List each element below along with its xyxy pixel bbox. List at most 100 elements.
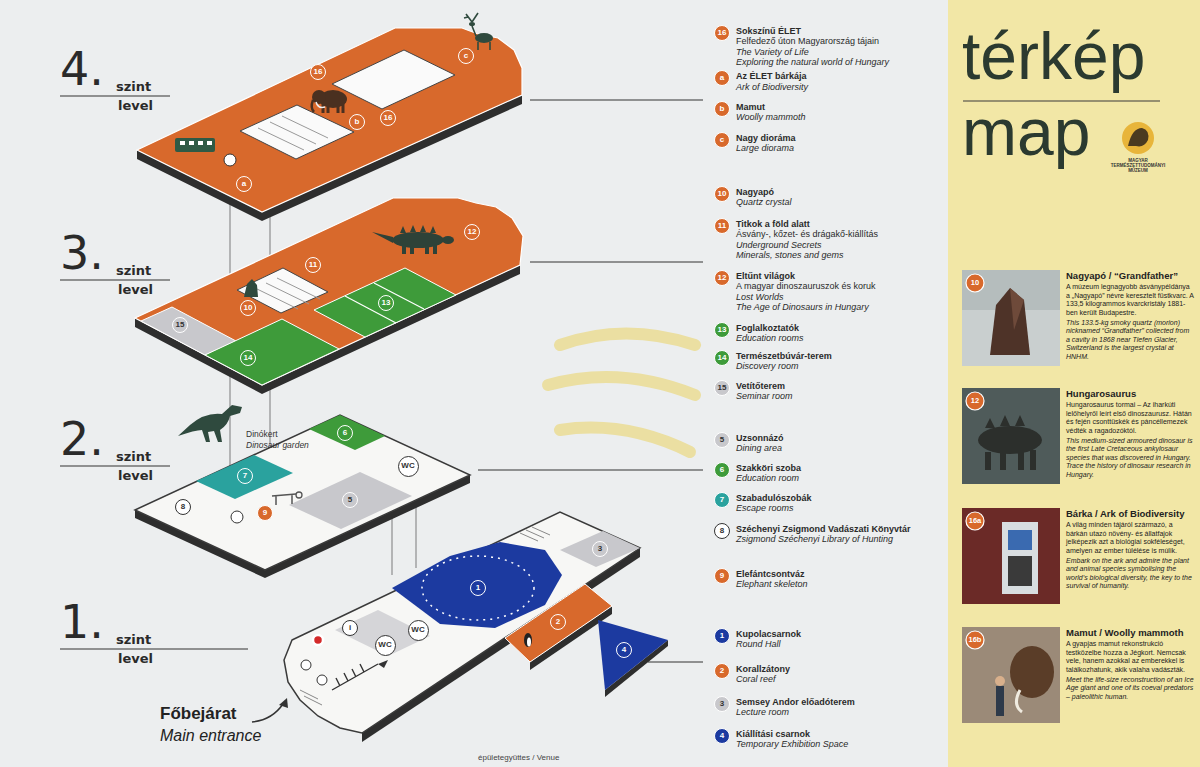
photo-badge: [966, 392, 984, 410]
key-label: A magyar dinoszauruszok és koruk: [736, 281, 936, 291]
key-number: 8: [720, 527, 724, 535]
key-label: Eltűnt világok: [736, 271, 936, 281]
dinosaur-icon: [400, 225, 436, 233]
key-number: 15: [718, 384, 727, 392]
key-label: Szakköri szoba: [736, 463, 936, 473]
museum-logo: [1128, 128, 1148, 146]
key-text-column: Sokszínű ÉLETFelfedező úton Magyarország…: [736, 25, 936, 67]
key-number: a: [720, 74, 724, 82]
stairs: [258, 116, 328, 150]
level-word: szint: [116, 80, 151, 93]
room-number: 1: [476, 584, 480, 592]
room-marker: 16: [380, 110, 396, 126]
key-label: Elefántcsontváz: [736, 569, 936, 579]
key-badge: c: [714, 132, 730, 148]
key-label: Lecture room: [736, 707, 936, 717]
stairs: [255, 278, 320, 309]
key-label: Felfedező úton Magyarország tájain: [736, 36, 936, 46]
level-word: level: [118, 652, 153, 665]
key-entry: aAz ÉLET bárkájaArk of Biodiversity: [714, 70, 936, 92]
photo: [962, 508, 1060, 604]
highlight-card: Mamut / Woolly mammothA gyapjas mamut re…: [1066, 627, 1194, 703]
card-text: A világ minden tájáról származó, a bárká…: [1066, 521, 1194, 555]
key-label: Escape rooms: [736, 503, 936, 513]
key-entry: 11Titkok a föld alattÁsvány-, kőzet- és …: [714, 218, 936, 260]
key-badge: 10: [714, 186, 730, 202]
leader-line: [530, 262, 703, 263]
atrium: [332, 50, 455, 109]
key-entry: 16 Sokszínű ÉLETFelfedező úton Magyarorsz…: [714, 25, 936, 67]
key-label: Kiállítási csarnok: [736, 729, 936, 739]
card-text: A gyapjas mamut rekonstrukció testközelb…: [1066, 640, 1194, 674]
key-badge: 12: [714, 270, 730, 286]
key-label: Széchenyi Zsigmond Vadászati Könyvtár: [736, 524, 936, 534]
lift-icon: [224, 154, 236, 166]
room-marker: i: [342, 620, 358, 636]
deer-icon: [464, 13, 490, 50]
room-number: 3: [598, 545, 602, 553]
room-marker: 11: [305, 257, 321, 273]
leader-line: [530, 100, 703, 101]
key-label: Semsey Andor előadóterem: [736, 697, 936, 707]
room-marker: 4: [616, 642, 632, 658]
key-number: 2: [720, 667, 724, 675]
level-rule: [60, 465, 170, 466]
room-number: 10: [244, 304, 253, 312]
key-label: Quartz crystal: [736, 197, 936, 207]
room-marker: 1: [470, 580, 486, 596]
room-number: i: [349, 624, 351, 632]
room-marker: 13: [378, 295, 394, 311]
key-number: 16: [718, 29, 727, 37]
key-badge: 3: [714, 696, 730, 712]
card-text: This medium-sized armoured dinosaur is t…: [1066, 437, 1194, 479]
card-heading: Bárka / Ark of Biodiversity: [1066, 508, 1194, 519]
room-marker: 6: [337, 425, 353, 441]
key-entry: 8 Széchenyi Zsigmond Vadászati KönyvtárZs…: [714, 523, 936, 545]
level-word: level: [118, 283, 153, 296]
key-label: Temporary Exhibition Space: [736, 739, 936, 749]
key-entry: 5UzsonnázóDining area: [714, 432, 936, 454]
photo: [985, 450, 1036, 470]
crystal-icon: [244, 279, 258, 297]
highlight-card: Bárka / Ark of Biodiversity A világ minde…: [1066, 508, 1194, 593]
room-marker: 15: [172, 317, 188, 333]
room-marker: WC: [375, 635, 396, 656]
photo: [985, 415, 1025, 428]
room-number: 16: [314, 68, 323, 76]
mammoth-icon: [323, 104, 343, 113]
entrance-label: Főbejárat: [160, 704, 237, 724]
room-marker: 7: [237, 468, 253, 484]
room-marker: 10: [240, 300, 256, 316]
key-label: The Age of Dinosaurs in Hungary: [736, 302, 936, 312]
floor-plan: [135, 198, 523, 385]
key-entry: 10NagyapóQuartz crystal: [714, 186, 936, 208]
key-text-column: SzabadulószobákEscape rooms: [736, 492, 936, 514]
mammoth-icon: [312, 90, 326, 104]
room-number: WC: [401, 462, 414, 470]
mammoth-icon: [316, 102, 325, 107]
key-label: Seminar room: [736, 391, 936, 401]
skeleton-icon: [378, 660, 388, 668]
photo: [990, 288, 1030, 355]
key-entry: 1KupolacsarnokRound Hall: [714, 628, 936, 650]
key-label: Szabadulószobák: [736, 493, 936, 503]
key-badge: a: [714, 70, 730, 86]
key-text-column: Kiállítási csarnokTemporary Exhibition S…: [736, 728, 936, 750]
info-panel: [948, 0, 1200, 767]
penguin-icon: [527, 638, 531, 647]
key-text-column: Nagy diorámaLarge diorama: [736, 132, 936, 154]
room-number: WC: [411, 626, 424, 634]
room-marker: 9: [257, 505, 273, 521]
key-number: c: [720, 136, 724, 144]
key-text-column: Természetbúvár-teremDiscovery room: [736, 350, 936, 372]
key-label: Mamut: [736, 102, 936, 112]
key-badge: 15: [714, 380, 730, 396]
card-text: A múzeum legnagyobb ásványpéldánya a „Na…: [1066, 283, 1194, 317]
key-text-column: Szakköri szobaEducation room: [736, 462, 936, 484]
level-number: 4.: [60, 46, 104, 92]
photo-badge: [966, 512, 984, 530]
key-number: 12: [718, 274, 727, 282]
key-label: Zsigmond Széchenyi Library of Hunting: [736, 534, 936, 544]
photo: [962, 627, 1060, 723]
key-entry: 12 Eltűnt világokA magyar dinoszauruszok …: [714, 270, 936, 312]
